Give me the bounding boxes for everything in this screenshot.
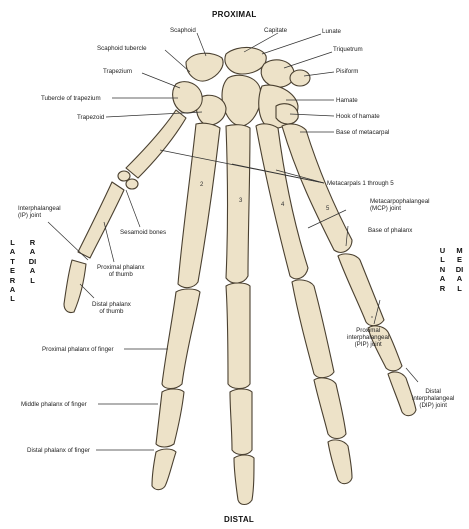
proximal-phalanx <box>292 280 334 378</box>
capitate-bone <box>222 75 261 126</box>
middle-finger-bones <box>226 283 254 505</box>
sesamoid-bone <box>126 179 138 189</box>
dip-joint-label: Distal interphalangeal (DIP) joint <box>412 388 454 409</box>
proximal-phalanx-finger-label: Proximal phalanx of finger <box>42 346 114 353</box>
proximal-phalanx <box>338 254 384 326</box>
proximal-phalanx-thumb-label: Proximal phalanx of thumb <box>97 264 144 278</box>
radial-label: RADIAL <box>28 238 37 285</box>
proximal-heading: PROXIMAL <box>212 10 257 19</box>
proximal-phalanx <box>162 289 200 389</box>
trapezium-label: Trapezium <box>103 68 132 75</box>
pisiform-label: Pisiform <box>336 68 358 75</box>
tubercle-of-trapezium-label: Tubercle of trapezium <box>41 95 101 102</box>
lunate-label: Lunate <box>322 28 341 35</box>
capitate-label: Capitate <box>264 27 287 34</box>
medial-label: MEDIAL <box>455 246 464 293</box>
scaphoid-bone <box>186 53 223 81</box>
ip-joint-label: Interphalangeal (IP) joint <box>18 205 61 219</box>
middle-phalanx <box>156 389 184 447</box>
metacarpal-number-2: 2 <box>200 182 203 188</box>
distal-phalanx <box>328 440 352 484</box>
distal-heading: DISTAL <box>224 515 254 524</box>
scaphoid-tubercle-label: Scaphoid tubercle <box>97 45 147 52</box>
metacarpals-label: Metacarpals 1 through 5 <box>327 180 394 187</box>
thumb-bones <box>64 110 186 313</box>
hook-of-hamate-label: Hook of hamate <box>336 113 380 120</box>
proximal-phalanx <box>226 283 250 389</box>
carpal-bones <box>173 47 310 128</box>
middle-phalanx <box>230 389 252 455</box>
index-finger-bones <box>152 289 200 490</box>
middle-phalanx <box>314 378 346 439</box>
metacarpal-number-4: 4 <box>281 202 284 208</box>
ulnar-label: ULNAR <box>438 246 447 293</box>
trapezoid-label: Trapezoid <box>77 114 104 121</box>
sesamoid-bones-label: Sesamoid bones <box>120 229 166 236</box>
thumb-proximal-phalanx <box>78 182 124 258</box>
base-of-phalanx-label: Base of phalanx <box>368 227 412 234</box>
distal-phalanx <box>234 455 254 505</box>
triquetrum-label: Triquetrum <box>333 46 363 53</box>
metacarpal-number-3: 3 <box>239 198 242 204</box>
scaphoid-label: Scaphoid <box>170 27 196 34</box>
base-of-metacarpal-label: Base of metacarpal <box>336 129 389 136</box>
distal-phalanx-thumb-label: Distal phalanx of thumb <box>92 301 131 315</box>
distal-phalanx <box>152 449 176 490</box>
metacarpal-number-5: 5 <box>326 206 329 212</box>
triquetrum-bone <box>261 60 294 87</box>
lateral-label: LATERAL <box>8 238 17 304</box>
metacarpal-1 <box>126 110 186 178</box>
distal-phalanx-finger-label: Distal phalanx of finger <box>27 447 90 454</box>
pisiform-bone <box>290 70 310 86</box>
hamate-label: Hamate <box>336 97 358 104</box>
middle-phalanx-finger-label: Middle phalanx of finger <box>21 401 87 408</box>
metacarpal-3 <box>226 125 250 283</box>
trapezium-bone <box>173 82 203 113</box>
mcp-joint-label: Metacarpophalangeal (MCP) joint <box>370 198 430 212</box>
pip-joint-label: Proximal interphalangeal (PIP) joint <box>347 327 389 348</box>
ring-finger-bones <box>292 280 352 484</box>
metacarpal-2 <box>178 123 220 287</box>
